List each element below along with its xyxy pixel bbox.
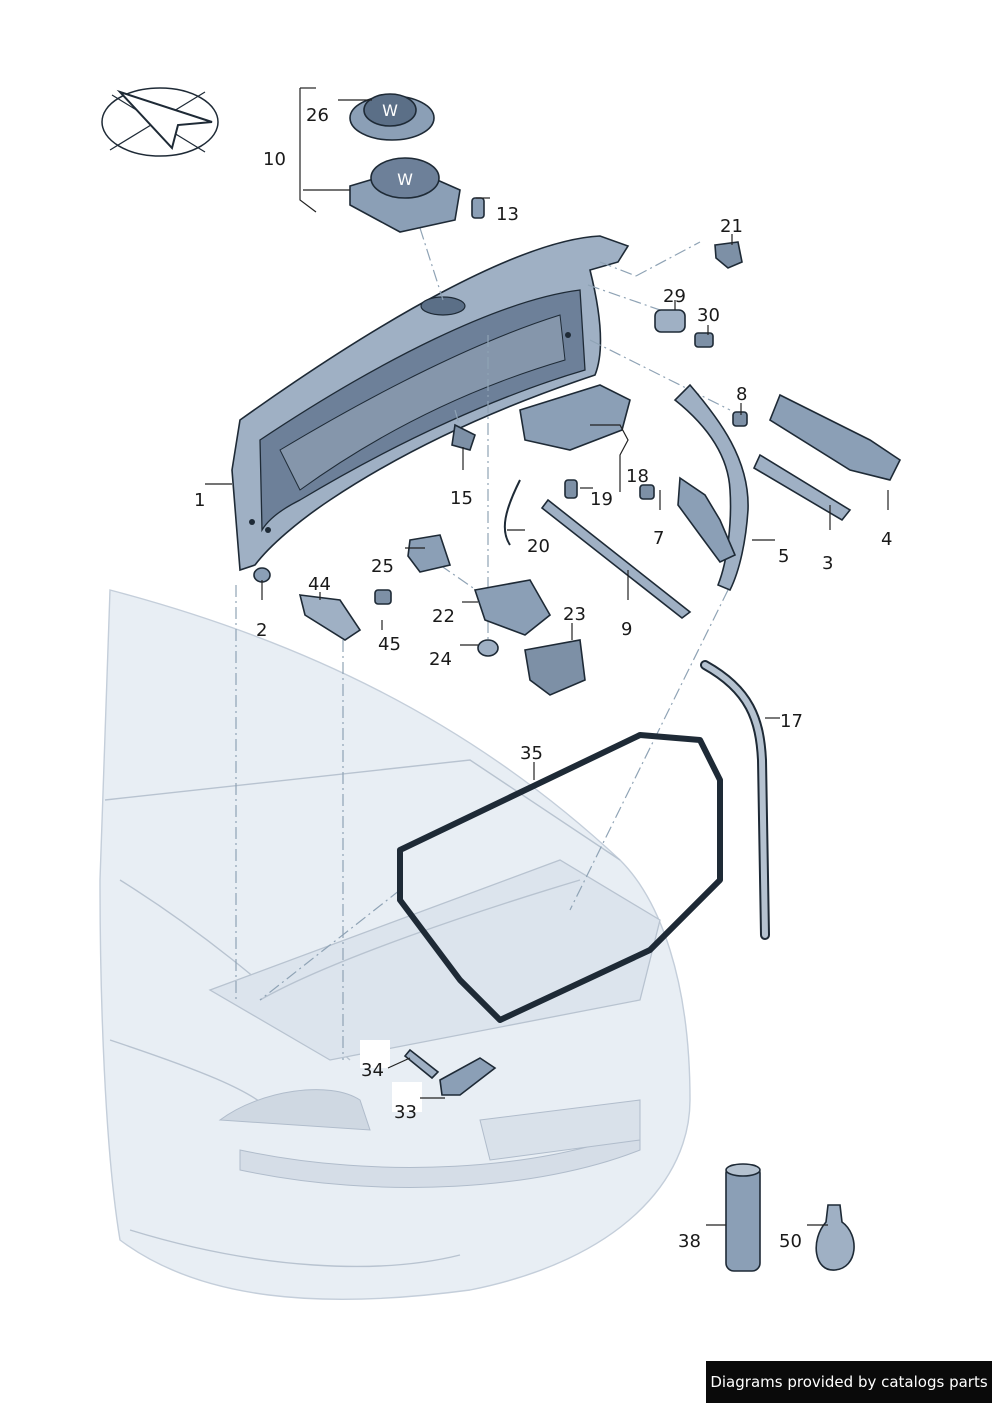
accessory-products — [725, 1163, 855, 1272]
callout-21: 21 — [720, 216, 743, 237]
callout-33: 33 — [394, 1102, 417, 1123]
car-rear-body — [99, 589, 691, 1301]
callout-45: 45 — [378, 634, 401, 655]
callout-leader-lines — [205, 87, 889, 1226]
striker-parts — [360, 1040, 497, 1112]
trunk-lid — [231, 235, 630, 572]
callout-24: 24 — [429, 649, 452, 670]
callout-13: 13 — [496, 204, 519, 225]
drain-hose — [700, 660, 770, 940]
hinge-parts — [639, 241, 902, 592]
emblem-lock-assembly: W W — [349, 93, 485, 233]
callout-30: 30 — [697, 305, 720, 326]
callout-50: 50 — [779, 1231, 802, 1252]
callout-17: 17 — [780, 711, 803, 732]
callout-3: 3 — [822, 553, 833, 574]
svg-text:W: W — [397, 170, 413, 189]
callout-20: 20 — [527, 536, 550, 557]
callout-23: 23 — [563, 604, 586, 625]
callout-19: 19 — [590, 489, 613, 510]
callout-labels: 1 2 3 4 5 7 8 9 10 13 15 17 18 19 20 21 … — [194, 105, 892, 1252]
callout-38: 38 — [678, 1231, 701, 1252]
callout-44: 44 — [308, 574, 331, 595]
orientation-arrow-icon — [101, 87, 219, 157]
dashed-leaders — [235, 227, 731, 1060]
svg-text:W: W — [382, 101, 398, 120]
latch-and-actuator-parts — [253, 384, 692, 696]
callout-5: 5 — [778, 546, 789, 567]
callout-35: 35 — [520, 743, 543, 764]
callout-7: 7 — [653, 528, 664, 549]
callout-29: 29 — [663, 286, 686, 307]
callout-1: 1 — [194, 490, 205, 511]
callout-4: 4 — [881, 529, 892, 550]
callout-34: 34 — [361, 1060, 384, 1081]
callout-10: 10 — [263, 149, 286, 170]
callout-26: 26 — [306, 105, 329, 126]
callout-2: 2 — [256, 620, 267, 641]
callout-8: 8 — [736, 384, 747, 405]
callout-25: 25 — [371, 556, 394, 577]
callout-15: 15 — [450, 488, 473, 509]
callout-9: 9 — [621, 619, 632, 640]
trunk-seal — [397, 732, 723, 1023]
callout-18: 18 — [626, 466, 649, 487]
callout-22: 22 — [432, 606, 455, 627]
credit-banner: Diagrams provided by catalogs parts — [706, 1361, 992, 1403]
